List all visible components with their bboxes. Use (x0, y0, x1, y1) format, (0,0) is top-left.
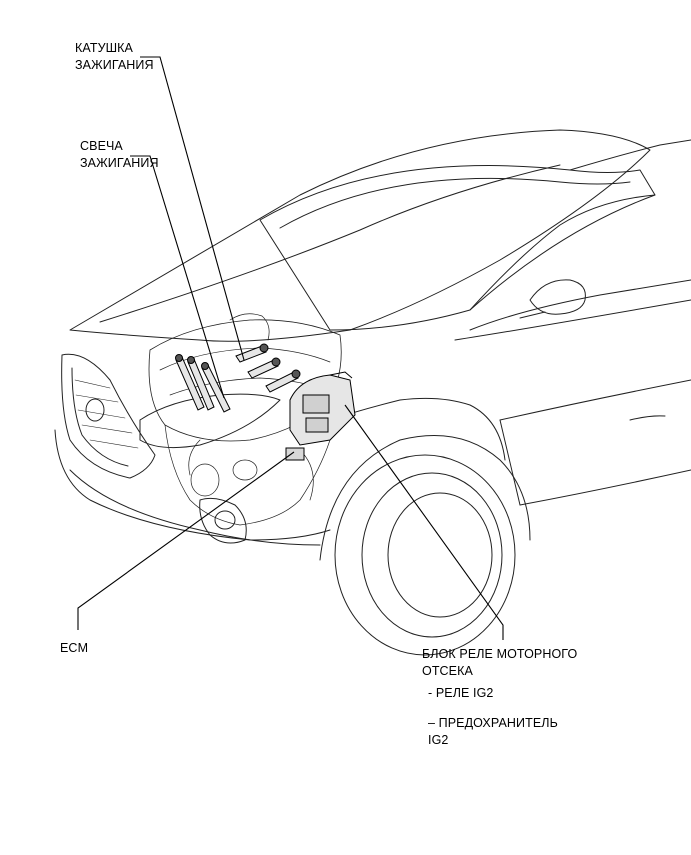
windshield (259, 165, 656, 331)
grille-emblem (85, 398, 105, 422)
spark-plug-label-line1: СВЕЧА (80, 139, 123, 153)
front-rim-outer (361, 472, 503, 638)
ecm-connector (285, 447, 305, 461)
headlight (139, 393, 281, 449)
relay-ig2-label-text: - РЕЛЕ IG2 (428, 686, 494, 700)
engine-part-a (190, 463, 220, 497)
front-rim-inner (387, 492, 493, 618)
spark-plug-label: СВЕЧА ЗАЖИГАНИЯ (80, 138, 159, 172)
bumper-lower (69, 469, 321, 546)
ecm-label-text: ECM (60, 641, 89, 655)
hood-outline (69, 129, 651, 342)
relay-block (289, 371, 356, 446)
relay-block-label-line2: ОТСЕКА (422, 664, 473, 678)
leader-relay-block (344, 404, 504, 640)
grille (61, 353, 156, 479)
mirror-mount (519, 311, 546, 319)
fuse-ig2-label-line1: – ПРЕДОХРАНИТЕЛЬ (428, 716, 558, 730)
hood-crease (99, 164, 561, 323)
windshield-inner (279, 177, 631, 229)
fender (329, 397, 506, 461)
door-bottom (519, 469, 691, 506)
leader-ignition-coil (140, 56, 245, 361)
spark-plug-label-line2: ЗАЖИГАНИЯ (80, 156, 159, 170)
leader-lines (77, 56, 504, 640)
spark-plugs (175, 354, 231, 413)
a-pillar (469, 194, 656, 311)
front-bumper (54, 429, 331, 541)
front-door (469, 279, 691, 331)
fuse-ig2-label: – ПРЕДОХРАНИТЕЛЬ IG2 (428, 715, 558, 749)
ignition-coil-label-line2: ЗАЖИГАНИЯ (75, 58, 154, 72)
door-line-1 (454, 299, 691, 341)
door-handle (629, 415, 666, 421)
relay-ig2-label: - РЕЛЕ IG2 (428, 685, 493, 702)
relay-block-label: БЛОК РЕЛЕ МОТОРНОГО ОТСЕКА (422, 646, 577, 680)
fog-light (214, 510, 236, 530)
fog-light-area (199, 497, 247, 544)
leader-spark-plug (130, 155, 225, 399)
engine-part-b (232, 459, 258, 481)
fuse-ig2-label-line2: IG2 (428, 733, 449, 747)
door-edge (499, 419, 521, 506)
ecm-label: ECM (60, 640, 88, 657)
relay-block-label-line1: БЛОК РЕЛЕ МОТОРНОГО (422, 647, 578, 661)
engine-detail-3 (229, 313, 270, 341)
ignition-coil-label-line1: КАТУШКА (75, 41, 133, 55)
leader-ecm (77, 451, 295, 630)
engine-lower (164, 424, 331, 526)
ignition-coil-label: КАТУШКА ЗАЖИГАНИЯ (75, 40, 154, 74)
grille-inner (71, 367, 129, 467)
grille-slats (74, 379, 139, 449)
roof-line (569, 139, 691, 171)
door-line-2 (499, 379, 691, 421)
front-tire (334, 454, 516, 656)
side-mirror (529, 279, 586, 315)
wheel-arch (319, 435, 531, 561)
